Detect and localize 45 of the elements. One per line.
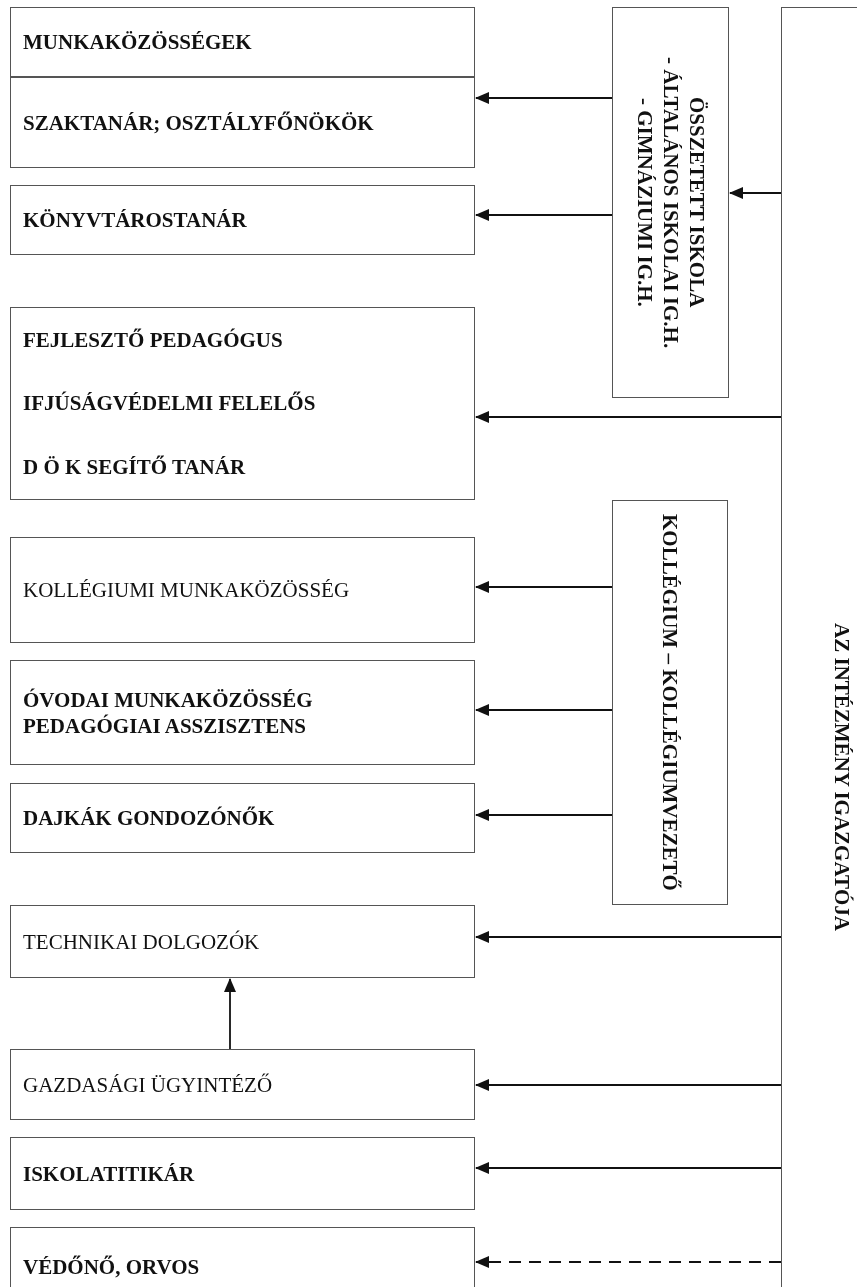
arrow: [475, 581, 613, 593]
role-box: [10, 1137, 475, 1210]
vertical-label: AZ INTÉZMÉNY IGAZGATÓJA: [829, 622, 855, 931]
role-label: KOLLÉGIUMI MUNKAKÖZÖSSÉG: [23, 577, 351, 603]
role-label: TECHNIKAI DOLGOZÓK: [23, 928, 261, 955]
role-box: [10, 537, 475, 643]
role-label: MUNKAKÖZÖSSÉGEK: [23, 29, 253, 55]
role-label: DAJKÁK GONDOZÓNŐK: [23, 805, 276, 831]
role-box: [10, 185, 475, 255]
role-label: GAZDASÁGI ÜGYINTÉZŐ: [23, 1071, 274, 1098]
role-label: SZAKTANÁR; OSZTÁLYFŐNÖKÖK: [23, 109, 375, 136]
role-label: ISKOLATITIKÁR: [23, 1160, 196, 1187]
vertical-label-box: [612, 7, 729, 398]
role-box: [10, 1049, 475, 1120]
role-box: [10, 783, 475, 853]
role-label: KÖNYVTÁROSTANÁR: [23, 207, 248, 233]
role-label: PEDAGÓGIAI ASSZISZTENS: [23, 712, 308, 739]
vertical-label-box: [781, 7, 857, 1287]
role-box: [10, 1227, 475, 1287]
arrow: [475, 1162, 782, 1174]
vertical-label: ÖSSZETETT ISKOLA: [683, 97, 710, 308]
arrow: [729, 187, 782, 199]
vertical-label-box: [612, 500, 728, 905]
role-label: ÓVODAI MUNKAKÖZÖSSÉG: [23, 686, 314, 713]
role-label: VÉDŐNŐ, ORVOS: [23, 1254, 201, 1280]
role-box: [10, 77, 475, 168]
arrow: [475, 92, 613, 104]
role-box: [10, 7, 475, 77]
vertical-label: KOLLÉGIUM – KOLLÉGIUMVEZETŐ: [657, 514, 683, 891]
arrow: [224, 978, 236, 1050]
role-label: IFJÚSÁGVÉDELMI FELELŐS: [23, 390, 317, 417]
role-box: [10, 660, 475, 765]
role-box: [10, 307, 475, 500]
dashed-arrow: [475, 1256, 782, 1268]
vertical-label: - ÁLTALÁNOS ISKOLAI IG.H.: [657, 56, 684, 349]
arrow: [475, 809, 613, 821]
role-box: [10, 905, 475, 978]
role-label: FEJLESZTŐ PEDAGÓGUS: [23, 326, 284, 353]
arrow: [475, 931, 782, 943]
vertical-label: - GIMNÁZIUMI IG.H.: [631, 98, 658, 307]
role-label: D Ö K SEGÍTŐ TANÁR: [23, 454, 247, 481]
arrow: [475, 1079, 782, 1091]
arrow: [475, 411, 782, 423]
arrow: [475, 704, 613, 716]
arrow: [475, 209, 613, 221]
